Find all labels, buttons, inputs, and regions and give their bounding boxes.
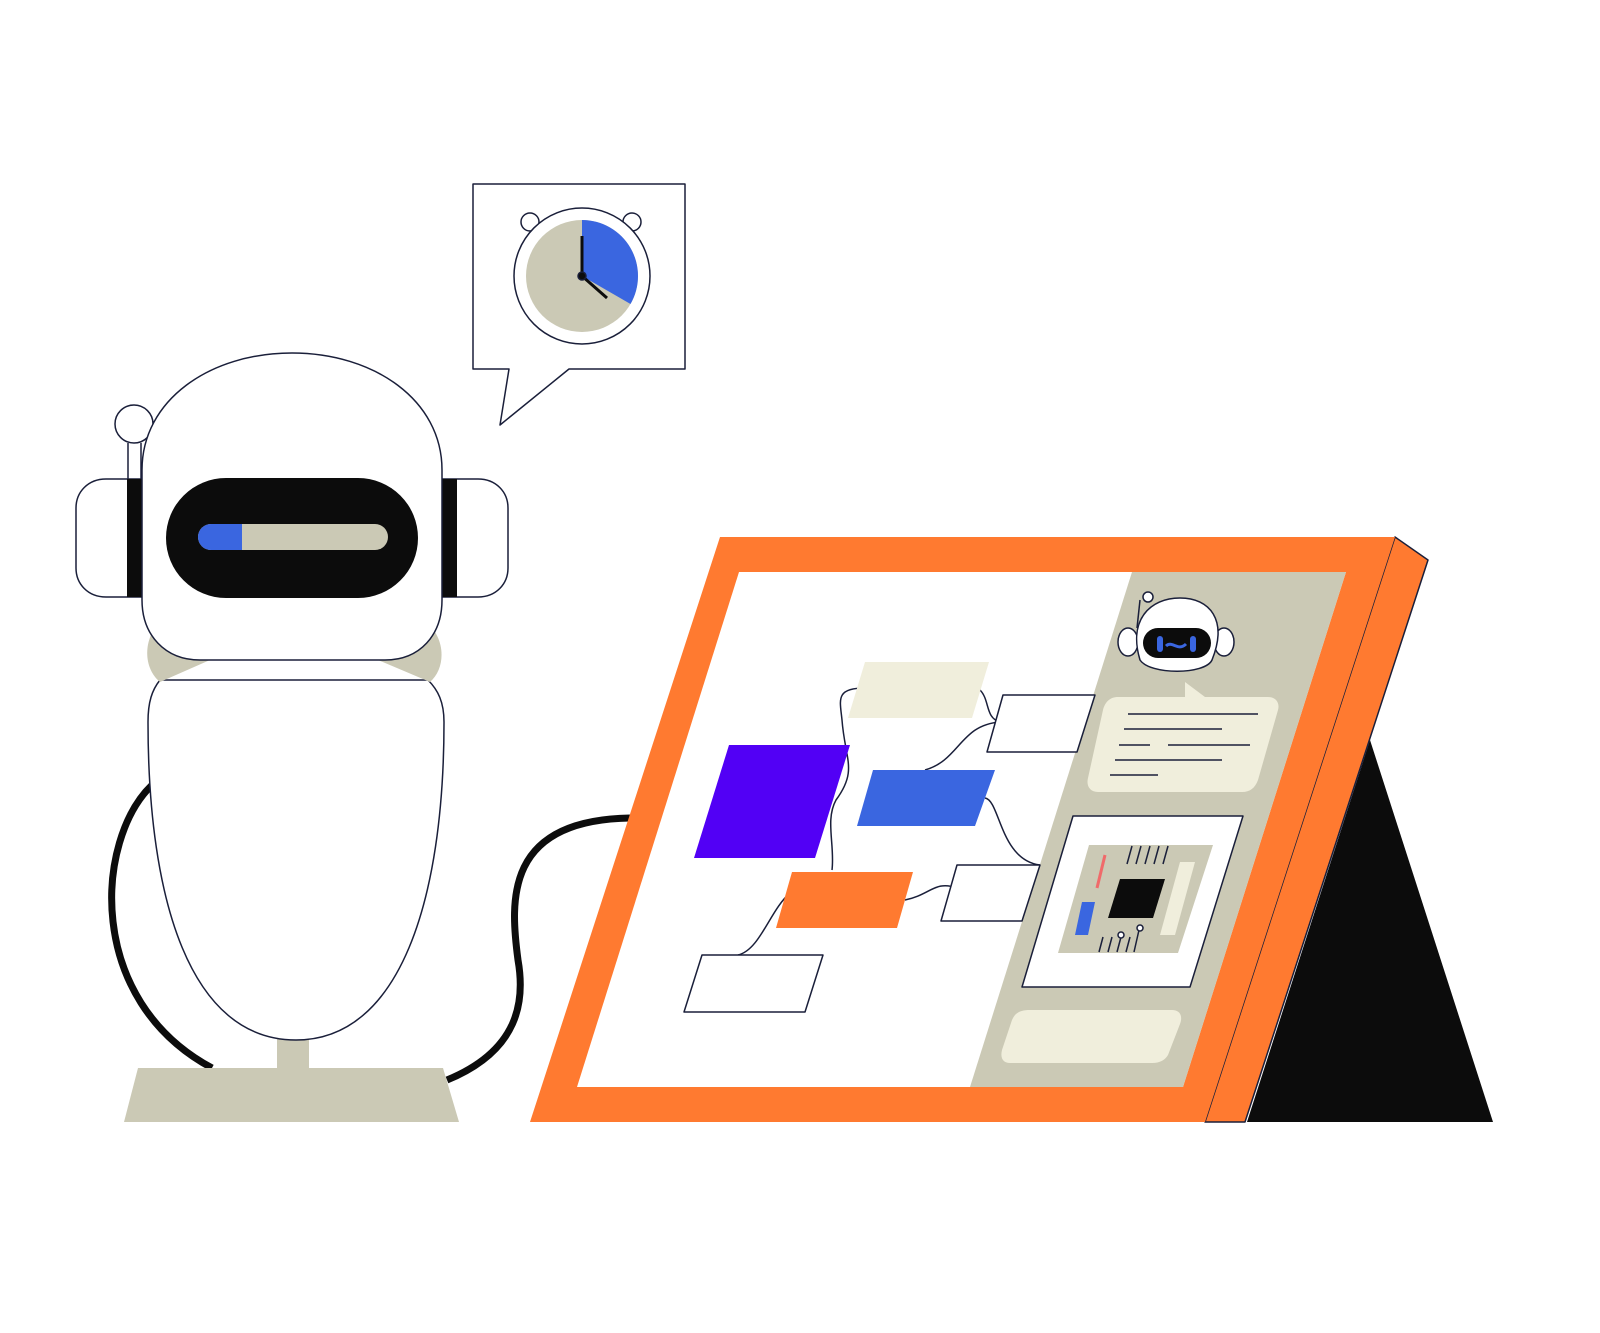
flow-block-purple	[694, 745, 850, 858]
tablet-icon	[530, 536, 1493, 1123]
cable-left	[108, 782, 214, 1072]
flow-block-empty-2	[940, 864, 1041, 922]
flow-block-empty-1	[986, 694, 1096, 753]
flow-block-empty-3	[683, 954, 824, 1013]
robot-stem	[277, 1035, 309, 1071]
robot-icon	[75, 352, 509, 1122]
flow-block-cream	[848, 662, 989, 718]
flow-block-blue	[857, 770, 995, 826]
robot-base	[124, 1068, 459, 1122]
flow-block-orange	[776, 872, 913, 928]
panel-button	[1001, 1010, 1182, 1063]
robot-body	[147, 679, 445, 1041]
robot-ear-right	[441, 478, 509, 598]
chat-text-lines	[1110, 713, 1258, 776]
chat-bubble	[1087, 682, 1279, 792]
chip-icon	[1058, 845, 1213, 953]
visor-progress	[198, 524, 242, 550]
cable-right	[445, 814, 631, 1084]
visor-bar	[198, 524, 388, 550]
tablet-side	[1204, 536, 1429, 1123]
tablet-stand	[1247, 740, 1493, 1122]
robot-ear-left	[75, 478, 143, 598]
clock-icon	[513, 207, 651, 345]
mini-robot-icon	[1117, 591, 1235, 672]
